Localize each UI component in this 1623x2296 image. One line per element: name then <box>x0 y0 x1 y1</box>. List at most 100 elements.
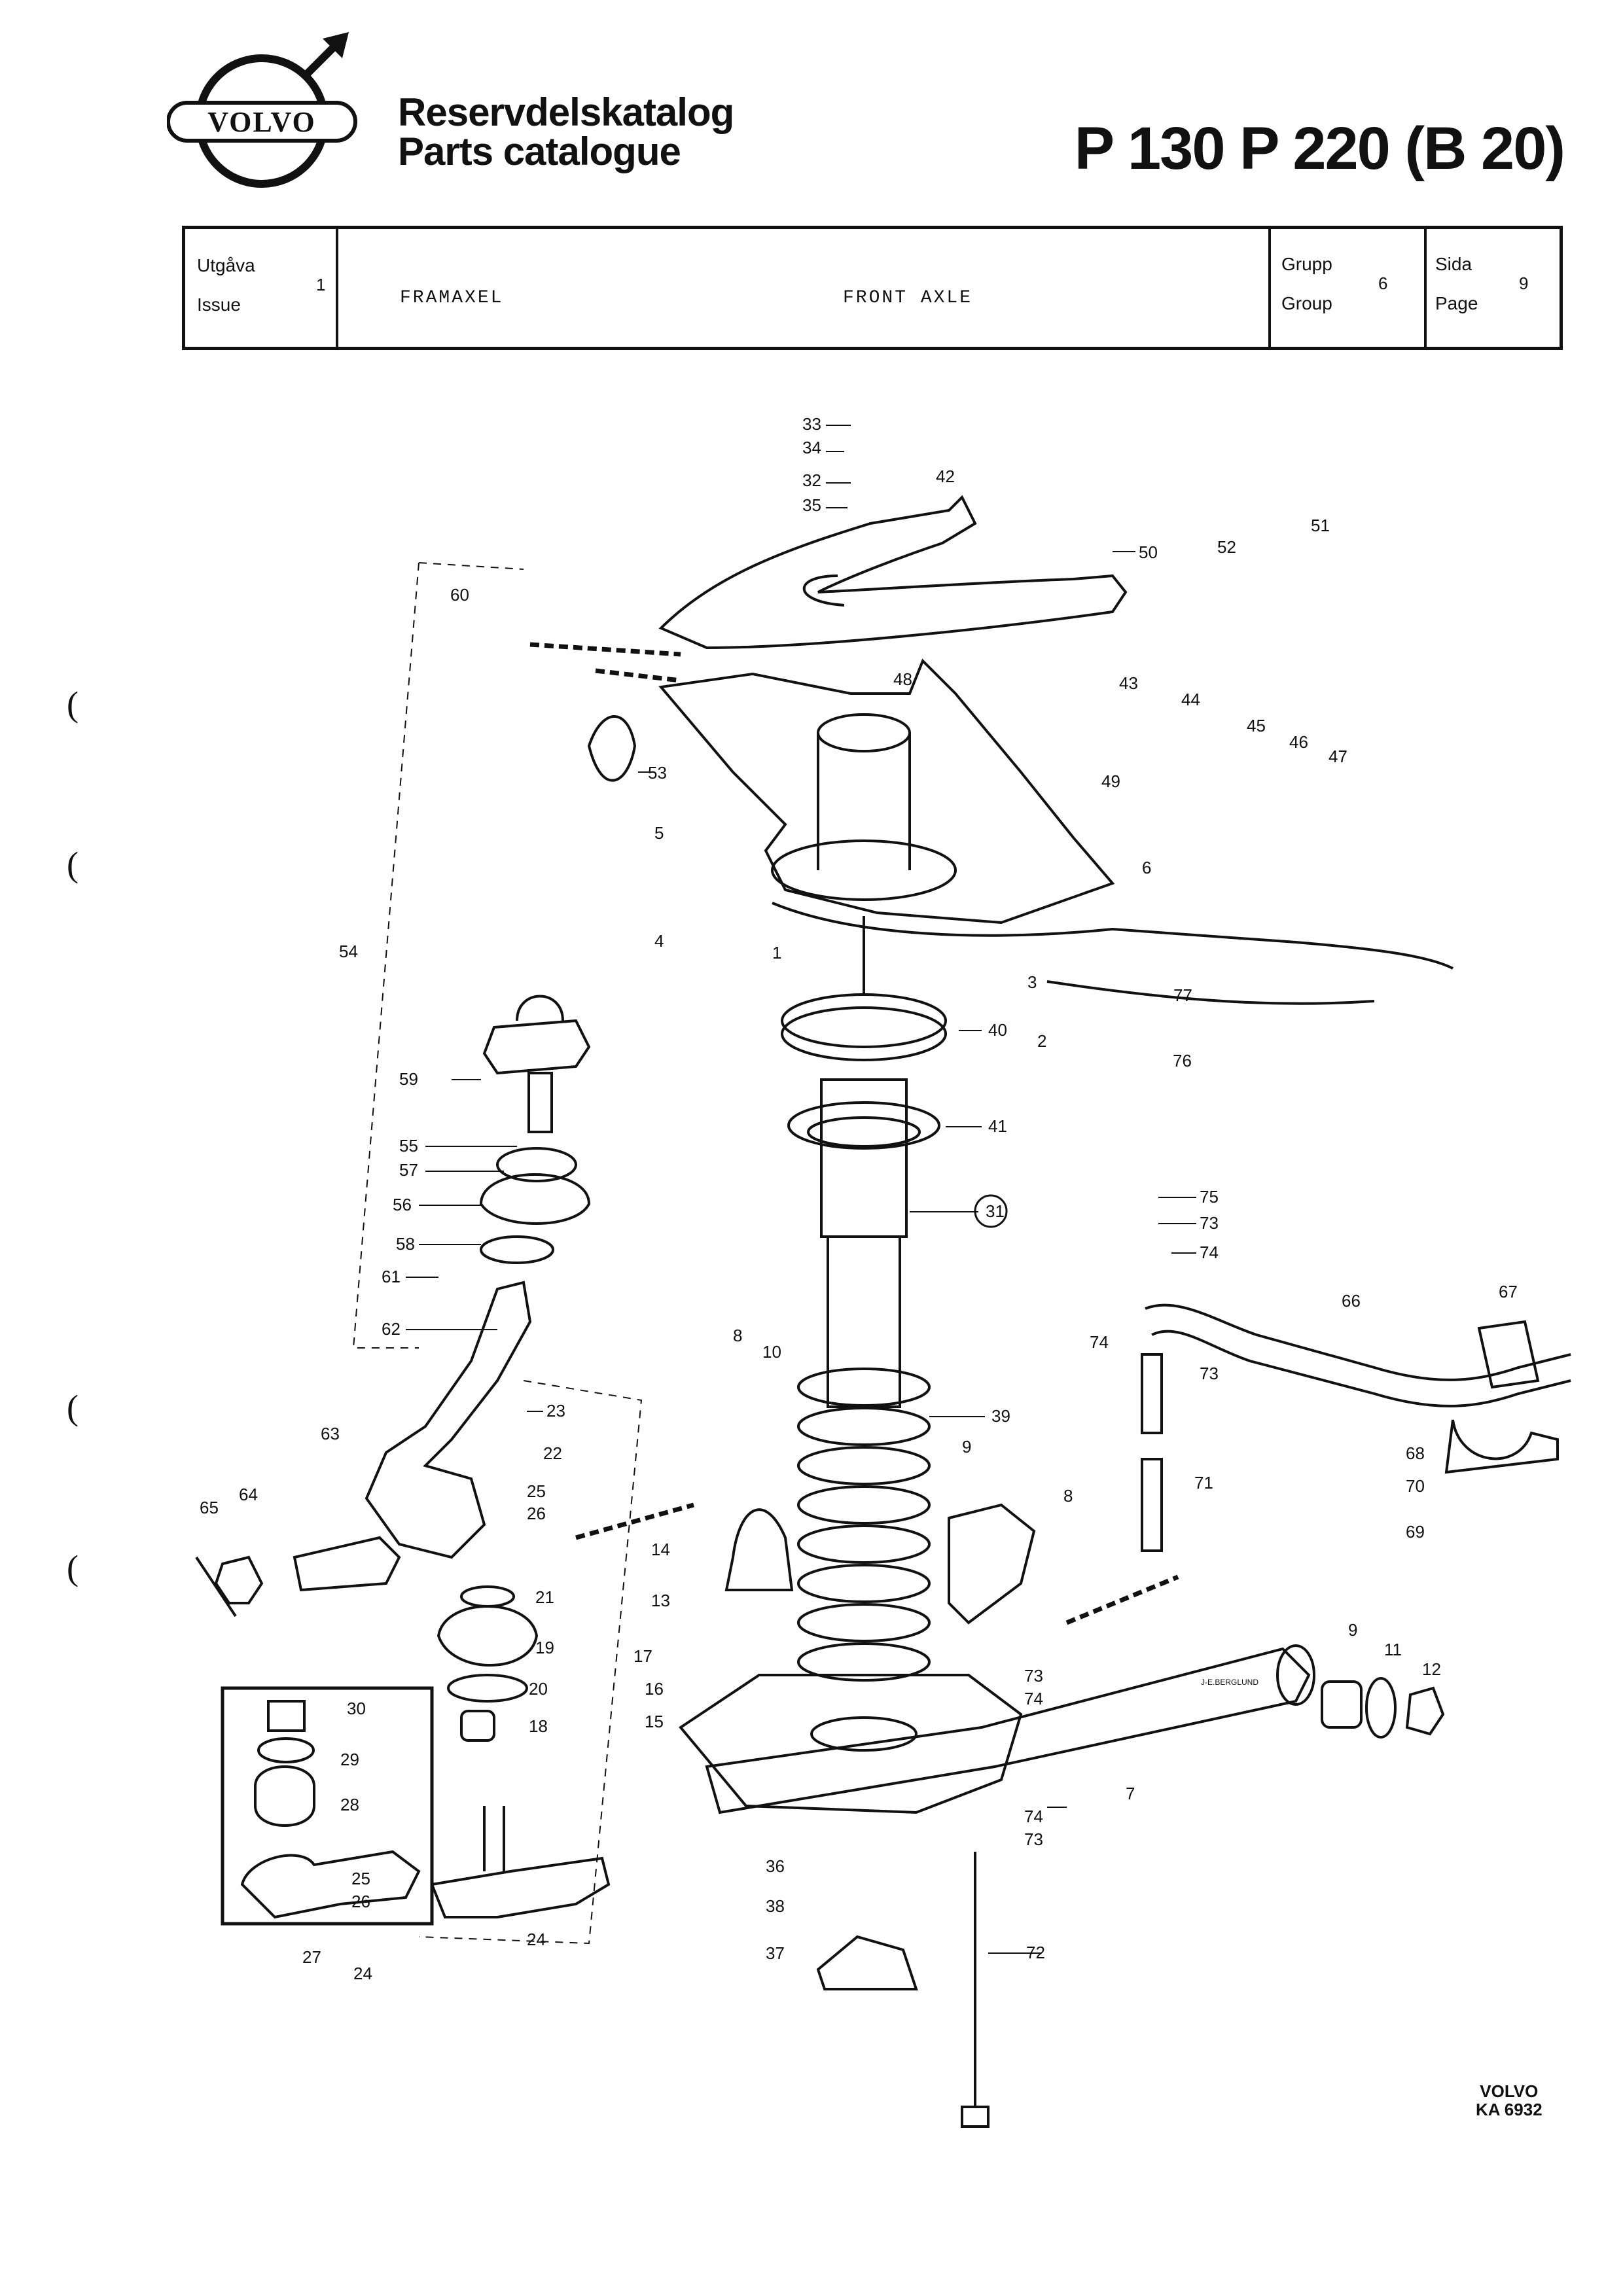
callout-62: 62 <box>382 1319 401 1339</box>
callout-37: 37 <box>766 1943 785 1963</box>
callout-1: 1 <box>772 943 781 963</box>
callout-24-inset: 24 <box>353 1964 372 1983</box>
callout-42: 42 <box>936 467 955 486</box>
callout-3: 3 <box>1027 972 1037 992</box>
binder-mark: ( <box>67 684 79 724</box>
issue-label-en: Issue <box>197 294 241 315</box>
callout-48: 48 <box>893 669 912 689</box>
callout-8-right: 8 <box>1063 1486 1073 1506</box>
callout-17: 17 <box>633 1646 652 1666</box>
callout-76: 76 <box>1173 1051 1192 1070</box>
callout-12: 12 <box>1422 1659 1441 1679</box>
callout-40: 40 <box>988 1020 1007 1040</box>
callout-20: 20 <box>529 1679 548 1699</box>
callout-74-arm: 74 <box>1024 1689 1043 1708</box>
callout-29: 29 <box>340 1750 359 1769</box>
callout-47: 47 <box>1329 747 1347 766</box>
group-label-sv: Grupp <box>1281 254 1332 274</box>
callout-31: 31 <box>986 1201 1005 1221</box>
callout-64: 64 <box>239 1485 258 1504</box>
callout-9: 9 <box>1348 1620 1357 1640</box>
callout-39: 39 <box>991 1406 1010 1426</box>
callout-61: 61 <box>382 1267 401 1286</box>
callout-38: 38 <box>766 1896 785 1916</box>
illustrator-signature: J-E.BERGLUND <box>1201 1678 1258 1687</box>
page-value: 9 <box>1519 274 1529 293</box>
callout-56: 56 <box>393 1195 412 1214</box>
footer-brand-block: VOLVO KA 6932 <box>1476 2082 1543 2119</box>
callout-44: 44 <box>1181 690 1200 709</box>
issue-value: 1 <box>316 275 326 294</box>
callout-66: 66 <box>1342 1291 1361 1311</box>
volvo-logo: VOLVO <box>167 32 357 188</box>
callout-9-bracket: 9 <box>962 1437 971 1457</box>
catalog-title-swedish: Reservdelskatalog <box>398 90 734 134</box>
callout-21: 21 <box>535 1587 554 1607</box>
callout-30: 30 <box>347 1699 366 1718</box>
callout-25-inset: 25 <box>351 1869 370 1888</box>
callout-32: 32 <box>802 470 821 490</box>
model-designation: P 130 P 220 (B 20) <box>1074 115 1565 182</box>
footer-code: KA 6932 <box>1476 2100 1543 2119</box>
callout-59: 59 <box>399 1069 418 1089</box>
callout-74: 74 <box>1200 1243 1219 1262</box>
callout-51: 51 <box>1311 516 1330 535</box>
callout-5: 5 <box>654 823 664 843</box>
callout-19: 19 <box>535 1638 554 1657</box>
callout-55: 55 <box>399 1136 418 1156</box>
group-value: 6 <box>1378 274 1388 293</box>
footer-brand: VOLVO <box>1480 2081 1539 2101</box>
callout-43: 43 <box>1119 673 1138 693</box>
callout-8: 8 <box>733 1326 742 1345</box>
callout-74-bottom: 74 <box>1024 1807 1043 1826</box>
callout-6: 6 <box>1142 858 1151 877</box>
callout-24: 24 <box>527 1930 546 1949</box>
issue-label-sv: Utgåva <box>197 255 255 275</box>
page-label-sv: Sida <box>1435 254 1472 274</box>
callout-77: 77 <box>1173 985 1192 1005</box>
callout-26: 26 <box>527 1504 546 1523</box>
callout-34: 34 <box>802 438 821 457</box>
callout-15: 15 <box>645 1712 664 1731</box>
callout-7: 7 <box>1126 1784 1135 1803</box>
callout-14: 14 <box>651 1540 670 1559</box>
callout-10: 10 <box>762 1342 781 1362</box>
callout-26-inset: 26 <box>351 1892 370 1911</box>
callout-71: 71 <box>1194 1473 1213 1492</box>
binder-mark: ( <box>67 845 79 884</box>
callout-41: 41 <box>988 1116 1007 1136</box>
callout-22: 22 <box>543 1443 562 1463</box>
callout-68: 68 <box>1406 1443 1425 1463</box>
callout-54: 54 <box>339 942 358 961</box>
callout-52: 52 <box>1217 537 1236 557</box>
binder-mark: ( <box>67 1388 79 1427</box>
callout-70: 70 <box>1406 1476 1425 1496</box>
callout-13: 13 <box>651 1591 670 1610</box>
callout-58: 58 <box>396 1234 415 1254</box>
callout-74-lower: 74 <box>1090 1332 1109 1352</box>
callout-60: 60 <box>450 585 469 605</box>
callout-11: 11 <box>1384 1640 1402 1659</box>
callout-33: 33 <box>802 414 821 434</box>
callout-73-bottom: 73 <box>1024 1829 1043 1849</box>
callout-16: 16 <box>645 1679 664 1699</box>
callout-2: 2 <box>1037 1031 1046 1051</box>
callout-27: 27 <box>302 1947 321 1967</box>
callout-25: 25 <box>527 1481 546 1501</box>
callout-46: 46 <box>1289 732 1308 752</box>
callout-65: 65 <box>200 1498 219 1517</box>
callout-45: 45 <box>1247 716 1266 735</box>
catalog-title-english: Parts catalogue <box>398 130 681 173</box>
callout-23: 23 <box>546 1401 565 1421</box>
callout-73-lower: 73 <box>1200 1364 1219 1383</box>
callout-57: 57 <box>399 1160 418 1180</box>
callout-35: 35 <box>802 495 821 515</box>
callout-69: 69 <box>1406 1522 1425 1542</box>
callout-50: 50 <box>1139 542 1158 562</box>
callout-18: 18 <box>529 1716 548 1736</box>
callout-75: 75 <box>1200 1187 1219 1207</box>
page-label-en: Page <box>1435 293 1478 313</box>
callout-67: 67 <box>1499 1282 1518 1301</box>
callout-4: 4 <box>654 931 664 951</box>
